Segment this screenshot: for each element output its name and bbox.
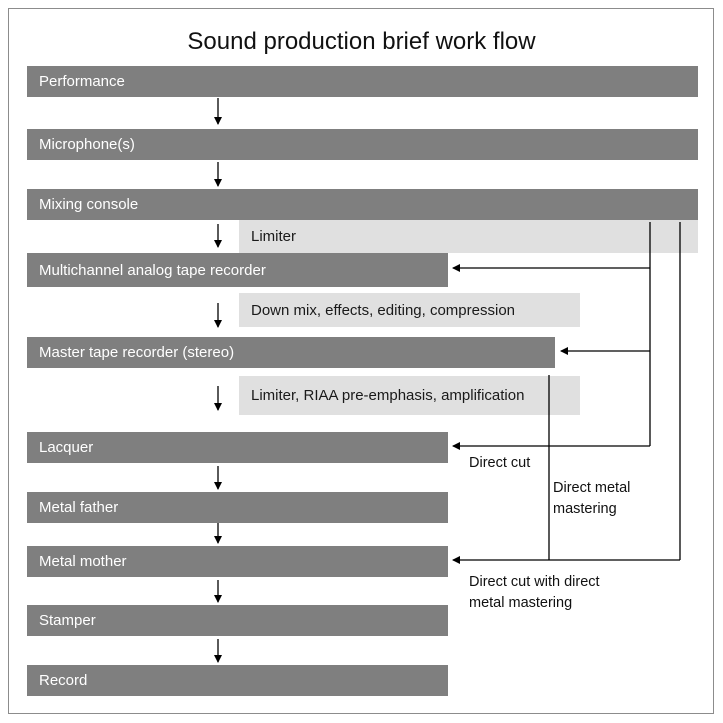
diagram-title: Sound production brief work flow <box>187 28 536 55</box>
stage-mixing-console: Mixing console <box>27 189 698 220</box>
stage-stamper: Stamper <box>27 605 448 636</box>
process-riaa: Limiter, RIAA pre-emphasis, amplificatio… <box>239 376 580 415</box>
stage-metal-mother: Metal mother <box>27 546 448 577</box>
stage-microphones: Microphone(s) <box>27 129 698 160</box>
label-direct-cut: Direct cut <box>469 455 531 471</box>
stage-metal-father: Metal father <box>27 492 448 523</box>
stage-record: Record <box>27 665 448 696</box>
stage-multichannel-recorder: Multichannel analog tape recorder <box>27 253 448 287</box>
process-limiter: Limiter <box>239 220 698 253</box>
label-direct-metal-mastering-1: Direct metal <box>553 480 631 496</box>
stage-master-tape-recorder: Master tape recorder (stereo) <box>27 337 555 368</box>
label-direct-metal-mastering-2: mastering <box>553 501 617 517</box>
label-direct-cut-dmm-1: Direct cut with direct <box>469 574 600 590</box>
label-direct-cut-dmm-2: metal mastering <box>469 595 573 611</box>
stage-performance: Performance <box>27 66 698 97</box>
process-downmix: Down mix, effects, editing, compression <box>239 293 580 327</box>
stage-lacquer: Lacquer <box>27 432 448 463</box>
